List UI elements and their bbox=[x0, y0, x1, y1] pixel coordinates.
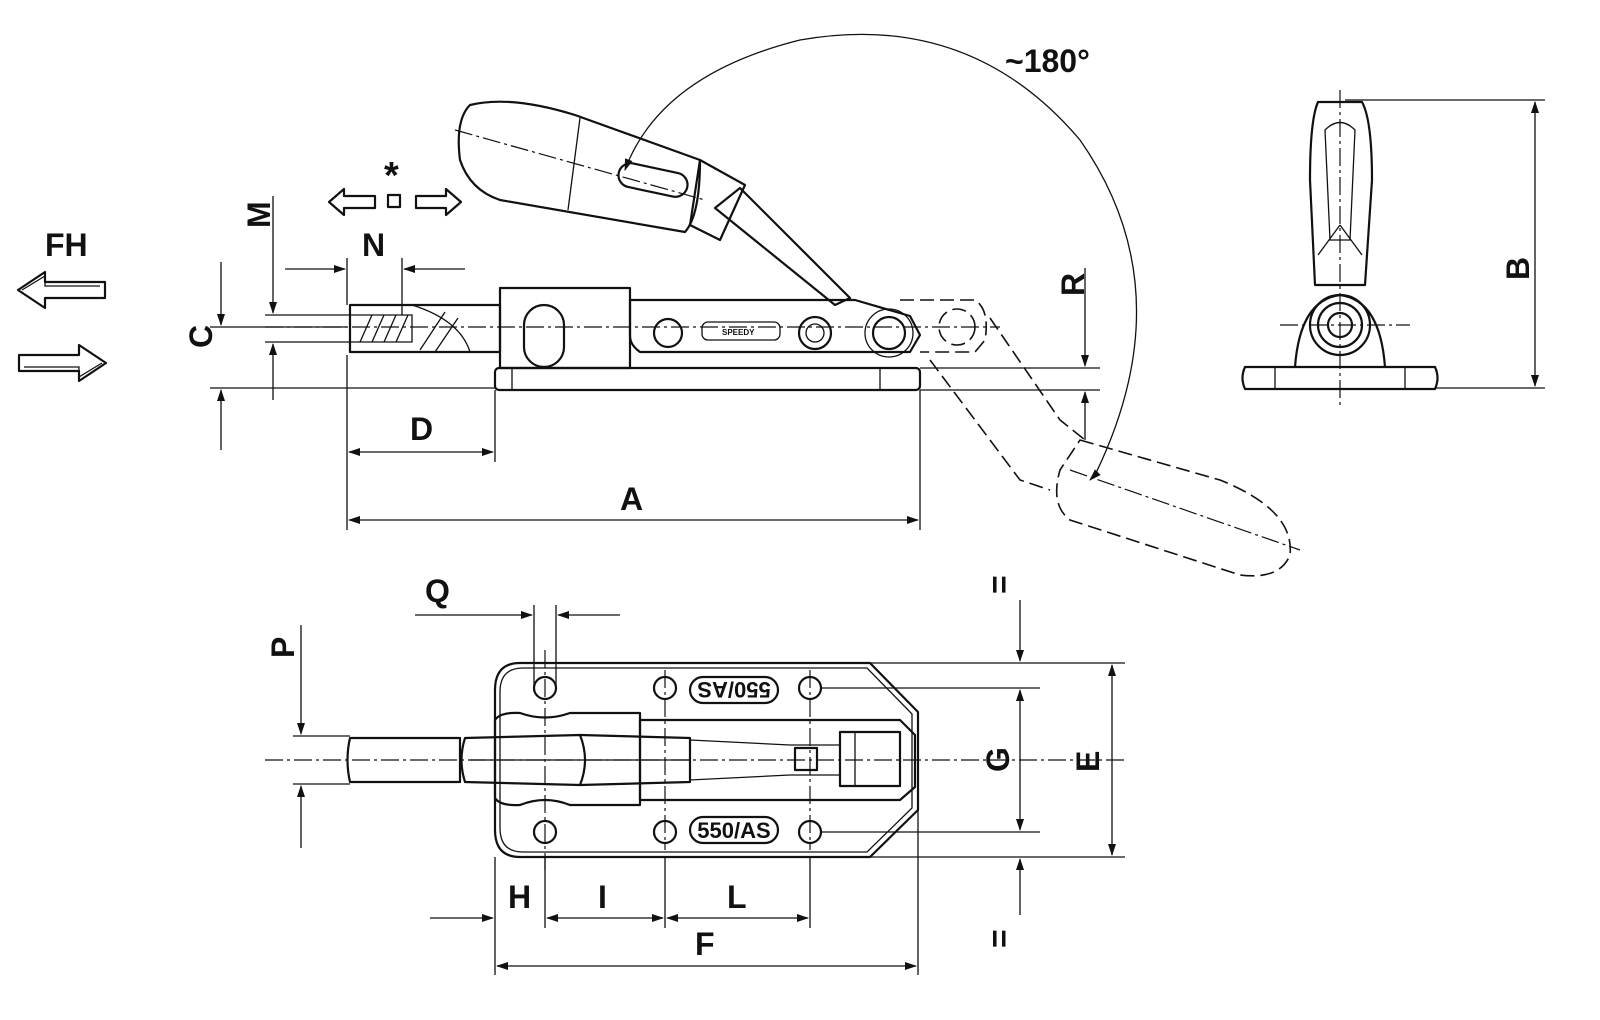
dim-label-eq-bottom: = bbox=[981, 929, 1017, 948]
side-view: SPEEDY bbox=[265, 33, 1301, 577]
dim-label-f: F bbox=[695, 926, 715, 962]
top-view: 550/AS 550/AS bbox=[265, 650, 1125, 870]
dim-label-b: B bbox=[1500, 257, 1536, 280]
end-view: B bbox=[1241, 90, 1545, 405]
dim-label-m: M bbox=[241, 201, 277, 228]
dim-label-d: D bbox=[410, 411, 433, 447]
movement-direction-icon bbox=[327, 187, 463, 217]
dim-label-eq-top: = bbox=[981, 575, 1017, 594]
dim-label-q: Q bbox=[425, 573, 450, 609]
dim-label-l: L bbox=[727, 879, 747, 915]
dim-label-n: N bbox=[362, 227, 385, 263]
force-label: FH bbox=[45, 227, 88, 263]
star-label: * bbox=[384, 155, 399, 197]
top-view-dimensions: P Q H I L F G E = = bbox=[265, 573, 1125, 975]
dim-label-i: I bbox=[598, 879, 607, 915]
dim-label-c: C bbox=[183, 325, 219, 348]
side-view-dimensions: A D C M N R bbox=[183, 196, 1100, 530]
dim-label-a: A bbox=[620, 481, 643, 517]
dim-label-h: H bbox=[508, 879, 531, 915]
dim-label-p: P bbox=[265, 637, 301, 658]
model-badge-mirrored: 550/AS bbox=[697, 677, 770, 702]
dim-label-e: E bbox=[1070, 751, 1106, 772]
angle-label: ~180° bbox=[1005, 43, 1090, 79]
svg-text:SPEEDY: SPEEDY bbox=[722, 328, 755, 337]
dim-label-r: R bbox=[1055, 273, 1091, 296]
force-arrows-icon bbox=[16, 270, 108, 383]
dim-label-g: G bbox=[980, 747, 1016, 772]
model-badge: 550/AS bbox=[697, 818, 770, 843]
